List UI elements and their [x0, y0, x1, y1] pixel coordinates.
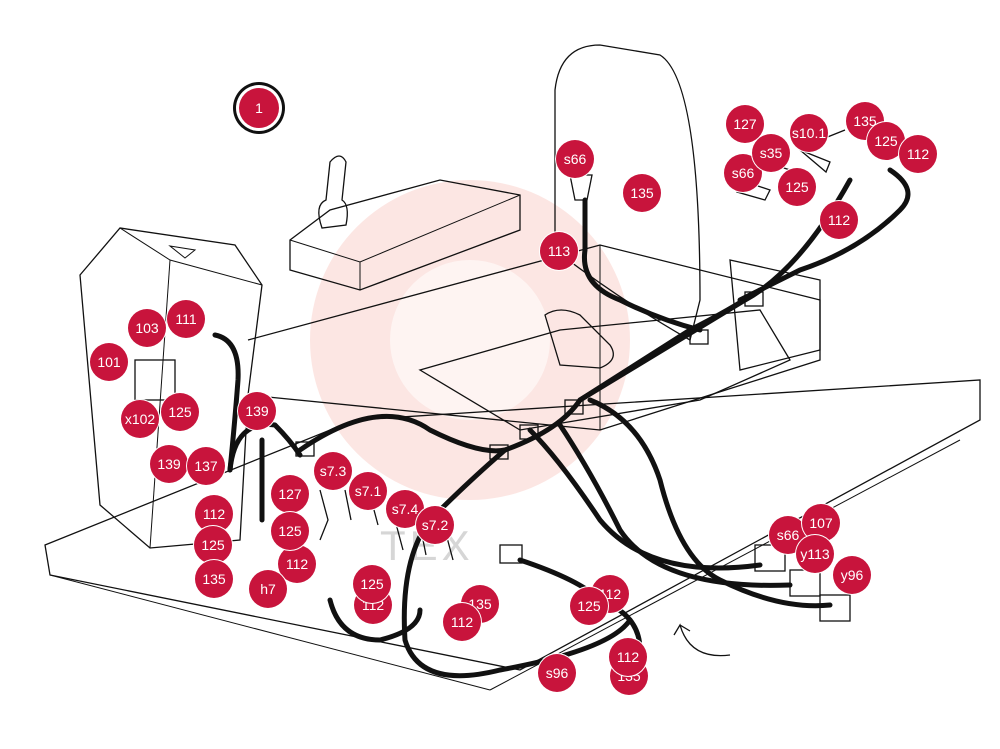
- right-joystick: [544, 309, 614, 369]
- callout[interactable]: x102: [121, 400, 159, 438]
- watermark-logo: [310, 180, 630, 500]
- callout[interactable]: 135: [195, 560, 233, 598]
- callout[interactable]: 127: [726, 105, 764, 143]
- callout[interactable]: 112: [820, 201, 858, 239]
- callout[interactable]: s7.1: [349, 472, 387, 510]
- callout[interactable]: 139: [150, 445, 188, 483]
- callout[interactable]: s7.2: [416, 506, 454, 544]
- callout[interactable]: 111: [167, 300, 205, 338]
- callout[interactable]: s66: [724, 154, 762, 192]
- callout[interactable]: s66: [556, 140, 594, 178]
- callout[interactable]: s7.3: [314, 452, 352, 490]
- callout[interactable]: 112: [609, 638, 647, 676]
- callout[interactable]: 103: [128, 309, 166, 347]
- hydraulic-hoses: [212, 167, 911, 679]
- callout[interactable]: 125: [570, 587, 608, 625]
- callout[interactable]: 113: [540, 232, 578, 270]
- main-callout[interactable]: 1: [239, 88, 279, 128]
- left-joystick-box: [289, 179, 521, 291]
- flow-arrow: [673, 623, 731, 657]
- callout[interactable]: 139: [238, 392, 276, 430]
- callout[interactable]: s35: [752, 134, 790, 172]
- callout[interactable]: 125: [778, 168, 816, 206]
- callout[interactable]: 112: [899, 135, 937, 173]
- left-joystick: [318, 155, 348, 229]
- callout[interactable]: s10.1: [790, 114, 828, 152]
- fittings: [134, 129, 851, 622]
- callout[interactable]: 135: [623, 174, 661, 212]
- seat-back: [554, 44, 701, 341]
- callout[interactable]: s96: [538, 654, 576, 692]
- callout[interactable]: y96: [833, 556, 871, 594]
- callout[interactable]: 125: [194, 526, 232, 564]
- callout[interactable]: 127: [271, 475, 309, 513]
- callout[interactable]: y113: [796, 535, 834, 573]
- callout[interactable]: h7: [249, 570, 287, 608]
- callout[interactable]: 112: [443, 603, 481, 641]
- callout[interactable]: 137: [187, 447, 225, 485]
- callout[interactable]: 125: [271, 512, 309, 550]
- callout[interactable]: 125: [867, 122, 905, 160]
- left-console: [79, 227, 263, 549]
- callout[interactable]: 125: [161, 393, 199, 431]
- callout[interactable]: 125: [353, 565, 391, 603]
- callout[interactable]: 112: [278, 545, 316, 583]
- callout[interactable]: 101: [90, 343, 128, 381]
